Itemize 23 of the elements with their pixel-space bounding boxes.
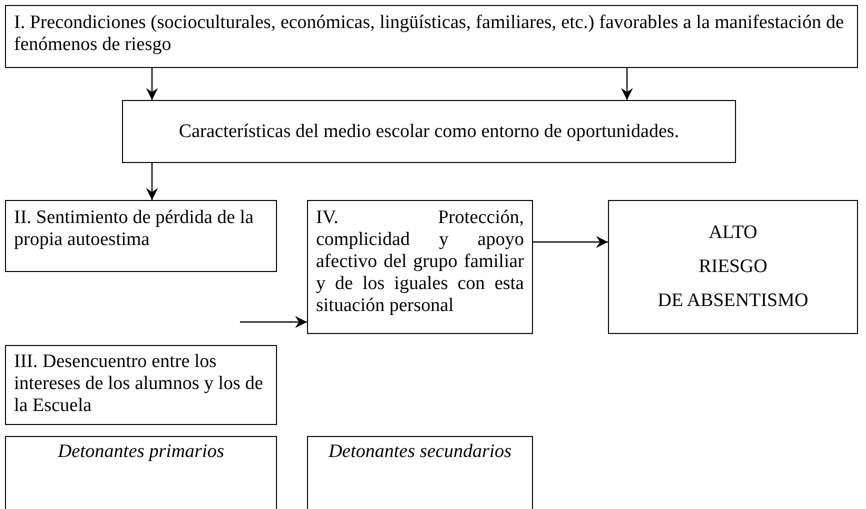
box-text: ALTO <box>708 222 758 244</box>
text-box <box>5 436 277 509</box>
text-box <box>5 5 858 68</box>
box-text: DE ABSENTISMO <box>658 290 808 312</box>
arrow <box>146 163 158 200</box>
box-text: Características del medio escolar como entorno de oportunidades. <box>178 120 680 142</box>
arrow <box>621 68 633 100</box>
text-box <box>307 436 533 509</box>
text-box <box>307 200 533 334</box>
text-box <box>122 100 736 163</box>
box-text: Detonantes secundarios <box>328 441 512 463</box>
box-text: I. Precondiciones (socioculturales, económicas, lingüísticas, familiares, etc.) favorables a la manifestación de fenómenos de riesgo <box>14 12 845 56</box>
arrow <box>146 68 158 100</box>
box-text: Detonantes primarios <box>58 441 224 463</box>
arrow <box>533 236 608 248</box>
box-text: II. Sentimiento de pérdida de la propia autoestima <box>14 207 255 251</box>
box-text: IV. Protección, complicidad y apoyo afectivo del grupo familiar y de los iguales con esta situación personal <box>316 207 524 317</box>
box-text: RIESGO <box>698 256 768 278</box>
box-text: III. Desencuentro entre los intereses de los alumnos y los de la Escuela <box>14 351 264 417</box>
text-box <box>5 200 277 272</box>
arrow <box>240 316 307 328</box>
text-box <box>5 345 277 425</box>
text-box <box>608 200 858 334</box>
